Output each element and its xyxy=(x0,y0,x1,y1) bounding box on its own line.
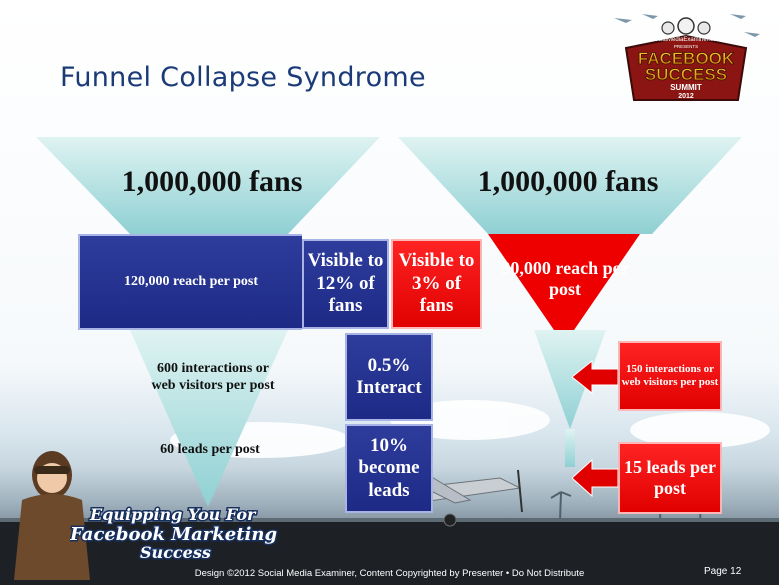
logo-presents: PRESENTS xyxy=(674,44,698,49)
right-funnel xyxy=(398,137,742,467)
pilot-illustration-icon xyxy=(14,451,90,580)
page-title: Funnel Collapse Syndrome xyxy=(60,62,426,93)
logo-line3: SUMMIT xyxy=(670,83,702,92)
right-reach-label: 30,000 reach per post xyxy=(501,257,629,299)
left-funnel-fans: 1,000,000 fans xyxy=(121,165,303,198)
visible-12-callout: Visible to 12% of fans xyxy=(302,239,389,329)
visible-3-callout: Visible to 3% of fans xyxy=(391,239,482,329)
left-leads-label: 60 leads per post xyxy=(160,441,260,457)
right-leads-callout: 15 leads per post xyxy=(618,442,722,514)
logo-site: SocialMediaExaminer.com xyxy=(651,37,722,43)
tagline-line1: Equipping You For xyxy=(89,505,257,524)
left-funnel xyxy=(36,137,380,507)
tagline-line2: Facebook Marketing xyxy=(70,524,277,545)
page-number: Page 12 xyxy=(704,566,742,577)
interact-callout: 0.5% Interact xyxy=(345,333,433,421)
left-interactions-label: 600 interactions or web visitors per pos… xyxy=(151,361,275,393)
left-reach-band: 120,000 reach per post xyxy=(78,234,302,330)
tagline-banner: Equipping You For Facebook Marketing Suc… xyxy=(70,504,279,561)
footer-copyright: Design ©2012 Social Media Examiner, Cont… xyxy=(194,568,585,579)
right-funnel-bottom-section xyxy=(534,330,606,429)
tagline-line3: Success xyxy=(140,543,211,560)
logo-line2: SUCCESS xyxy=(645,65,727,84)
become-leads-callout: 10% become leads xyxy=(345,424,433,513)
left-funnel-bottom-section xyxy=(130,330,288,507)
right-funnel-stem xyxy=(565,429,575,467)
right-reach-band-shape xyxy=(488,234,640,330)
facebook-success-summit-logo: SocialMediaExaminer.com PRESENTS FACEBOO… xyxy=(614,14,760,101)
logo-year: 2012 xyxy=(678,93,694,100)
right-interactions-callout: 150 interactions or web visitors per pos… xyxy=(618,341,722,411)
right-funnel-fans: 1,000,000 fans xyxy=(477,165,659,198)
left-funnel-top-section xyxy=(36,137,380,234)
logo-line1: FACEBOOK xyxy=(638,49,735,68)
airplane-icon xyxy=(614,14,760,37)
right-funnel-top-section xyxy=(398,137,742,234)
